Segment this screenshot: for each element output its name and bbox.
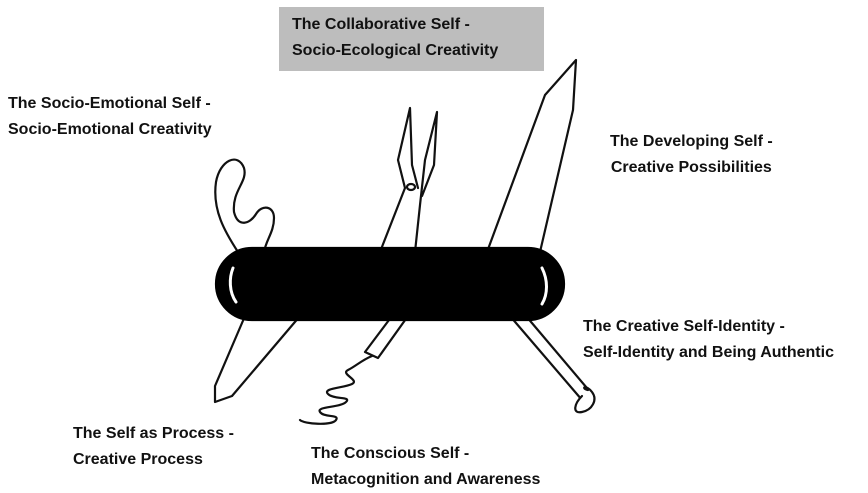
label-socio-emotional-line2: Socio-Emotional Creativity	[8, 121, 212, 138]
label-developing-line2: Creative Possibilities	[610, 159, 772, 176]
label-creative-self-identity: The Creative Self-Identity - Self-Identi…	[583, 314, 834, 366]
large-blade-tool	[485, 58, 578, 254]
label-conscious-self: The Conscious Self - Metacognition and A…	[311, 441, 540, 493]
label-socio-emotional-self: The Socio-Emotional Self - Socio-Emotion…	[8, 91, 212, 143]
hook-tool	[214, 158, 276, 254]
label-collaborative-line2: Socio-Ecological Creativity	[292, 42, 499, 59]
corkscrew-tool	[298, 314, 410, 425]
scissors-tool	[378, 106, 439, 254]
label-process-line1: The Self as Process -	[73, 425, 234, 442]
knife-handle	[214, 246, 566, 322]
label-conscious-line2: Metacognition and Awareness	[311, 471, 541, 488]
label-self-as-process: The Self as Process - Creative Process	[73, 421, 234, 473]
label-creative-identity-line1: The Creative Self-Identity -	[583, 318, 785, 335]
label-developing-line1: The Developing Self -	[610, 133, 773, 150]
label-collaborative-line1: The Collaborative Self -	[292, 16, 470, 33]
label-conscious-line1: The Conscious Self -	[311, 445, 470, 462]
handle-highlight-left	[228, 266, 238, 304]
label-developing-self: The Developing Self - Creative Possibili…	[610, 129, 773, 181]
small-blade-tool	[213, 314, 302, 404]
label-creative-identity-line2: Self-Identity and Being Authentic	[583, 344, 834, 361]
can-opener-tool	[508, 314, 596, 414]
label-process-line2: Creative Process	[73, 451, 203, 468]
label-socio-emotional-line1: The Socio-Emotional Self -	[8, 95, 211, 112]
label-collaborative-self: The Collaborative Self - Socio-Ecologica…	[279, 7, 544, 71]
handle-highlight-right	[540, 266, 548, 306]
